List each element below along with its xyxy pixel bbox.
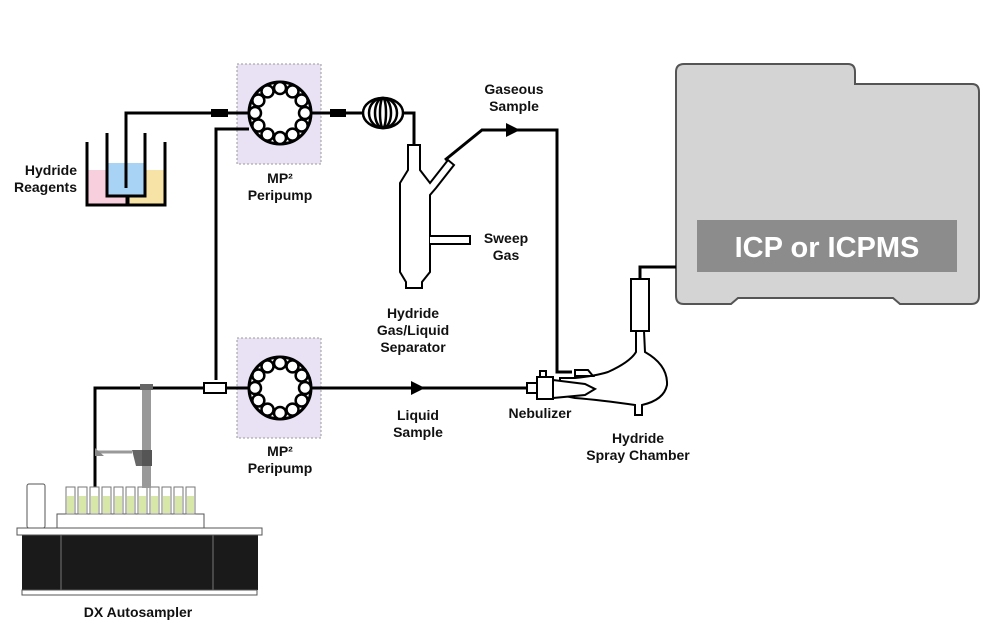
roller (260, 127, 275, 142)
vial-liquid (151, 496, 158, 513)
vial-liquid (115, 496, 122, 513)
roller (294, 393, 309, 408)
flow-arrow-icon (411, 381, 425, 395)
spray-chamber (552, 265, 676, 416)
autosampler (16, 384, 263, 596)
nebulizer (526, 370, 554, 400)
top-pump-rotor (247, 80, 313, 146)
roller (272, 130, 288, 146)
roller (297, 380, 313, 396)
icp-instrument: ICP or ICPMS (675, 63, 980, 305)
vial-liquid (127, 496, 134, 513)
top-pump-label: MP² (267, 170, 293, 186)
roller (294, 368, 309, 383)
vial-liquid (163, 496, 170, 513)
mixing-coil (361, 96, 405, 130)
roller (285, 84, 300, 99)
instrument-label-box (697, 220, 957, 272)
vial-liquid (67, 496, 74, 513)
connector (211, 109, 228, 117)
reagents-label: Hydride (25, 162, 77, 178)
roller (260, 84, 275, 99)
vial-liquid (175, 496, 182, 513)
sweep-gas-label: Gas (493, 247, 520, 263)
instrument-label: ICP or ICPMS (735, 232, 920, 264)
liquid-sample-label: Liquid (397, 407, 439, 423)
roller (272, 405, 288, 421)
vial-liquid (91, 496, 98, 513)
vial-liquid (79, 496, 86, 513)
separator-label: Gas/Liquid (377, 322, 449, 338)
spray-chamber-label: Spray Chamber (586, 447, 690, 463)
vial-liquid (139, 496, 146, 513)
vial-liquid (187, 496, 194, 513)
nebulizer-label: Nebulizer (508, 405, 572, 421)
reagents-label: Reagents (14, 179, 77, 195)
roller (285, 359, 300, 374)
roller (251, 393, 266, 408)
liquid-sample-label: Sample (393, 424, 443, 440)
gaseous-sample-line (444, 128, 572, 374)
roller (247, 380, 263, 396)
vial-liquid (103, 496, 110, 513)
bottom-pump-rotor (247, 355, 313, 421)
bottom-pump-label: MP² (267, 443, 293, 459)
connector (330, 109, 346, 117)
autosampler-label: DX Autosampler (84, 604, 193, 620)
bottom-pump-label: Peripump (248, 460, 313, 476)
roller (272, 355, 288, 371)
top-pump-label: Peripump (248, 187, 313, 203)
gas-liquid-separator (399, 144, 471, 289)
roller (251, 368, 266, 383)
separator-label: Hydride (387, 305, 439, 321)
roller (260, 359, 275, 374)
tee-connector (203, 382, 227, 394)
roller (285, 127, 300, 142)
gaseous-sample-label: Gaseous (484, 81, 543, 97)
gaseous-sample-label: Sample (489, 98, 539, 114)
flow-arrow-icon (506, 123, 520, 137)
roller (251, 93, 266, 108)
sweep-gas-label: Sweep (484, 230, 528, 246)
roller (294, 118, 309, 133)
reagent-beakers (85, 133, 167, 207)
reagent-line (124, 111, 250, 188)
roller (297, 105, 313, 121)
roller (294, 93, 309, 108)
roller (285, 402, 300, 417)
roller (251, 118, 266, 133)
roller (247, 105, 263, 121)
sample-line (93, 386, 250, 490)
roller (272, 80, 288, 96)
roller (260, 402, 275, 417)
spray-chamber-label: Hydride (612, 430, 664, 446)
separator-label: Separator (380, 339, 446, 355)
